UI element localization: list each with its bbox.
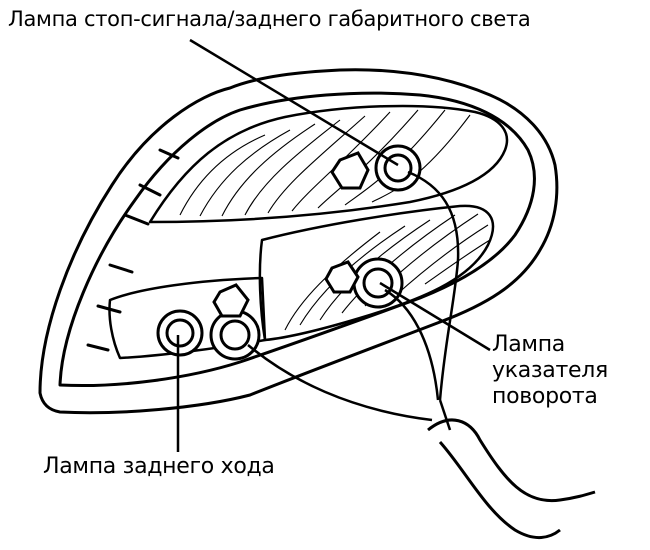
leader-turn-lamp	[379, 281, 491, 352]
mount-nut-upper	[330, 151, 370, 190]
label-turn-lamp: Лампа указателя поворота	[492, 332, 608, 410]
label-reverse-lamp: Лампа заднего хода	[43, 454, 275, 479]
label-stop-tail-lamp: Лампа стоп-сигнала/заднего габаритного с…	[8, 7, 531, 31]
housing-inner-rim	[58, 91, 536, 388]
label-turn-lamp-line2: указателя	[492, 358, 608, 383]
upper-lens	[148, 104, 509, 224]
mount-nut-lower	[212, 283, 250, 318]
leader-stop-lamp	[189, 38, 399, 167]
label-turn-lamp-line3: поворота	[492, 384, 598, 409]
mount-nut-middle	[324, 260, 360, 294]
housing-outline	[38, 68, 559, 415]
cable-sheath	[427, 418, 596, 503]
label-turn-lamp-line1: Лампа	[492, 332, 565, 357]
